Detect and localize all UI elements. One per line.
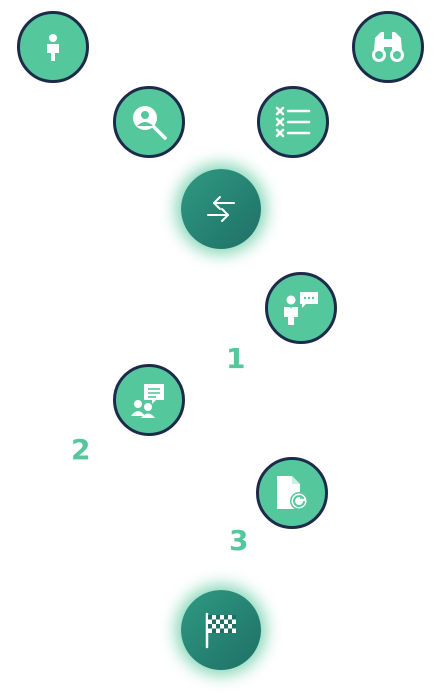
- checklist-icon: [275, 105, 311, 139]
- group-chat-node[interactable]: [113, 364, 185, 436]
- finish-hub[interactable]: [181, 590, 261, 670]
- speaker-chat-node[interactable]: [265, 272, 337, 344]
- step-number-1: 1: [226, 342, 246, 375]
- binoculars-icon: [369, 30, 407, 64]
- exchange-arrows-icon: [201, 189, 241, 229]
- checkered-flag-icon: [203, 611, 239, 649]
- speaker-chat-icon: [282, 290, 320, 326]
- search-person-node[interactable]: [113, 86, 185, 158]
- person-icon: [38, 32, 68, 62]
- step-number-2: 2: [71, 433, 91, 466]
- group-chat-icon: [130, 382, 168, 418]
- exchange-hub[interactable]: [181, 169, 261, 249]
- step-number-3: 3: [229, 524, 249, 557]
- document-refresh-icon: [274, 474, 310, 512]
- search-person-icon: [130, 103, 168, 141]
- document-refresh-node[interactable]: [256, 457, 328, 529]
- checklist-node[interactable]: [257, 86, 329, 158]
- person-node[interactable]: [17, 11, 89, 83]
- binoculars-node[interactable]: [352, 11, 424, 83]
